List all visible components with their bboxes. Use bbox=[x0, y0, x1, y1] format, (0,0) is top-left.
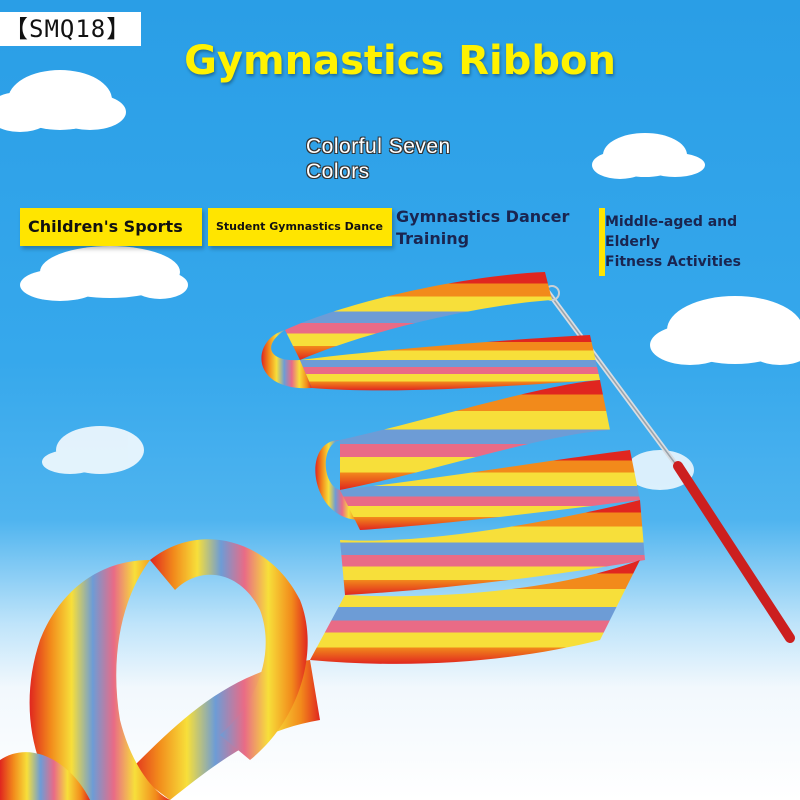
page-title: Gymnastics Ribbon bbox=[184, 38, 616, 84]
cloud-icon bbox=[42, 426, 144, 474]
tag-gymnastics-dancer-training: Gymnastics Dancer Training bbox=[396, 206, 586, 250]
ribbon bbox=[0, 272, 645, 800]
tag-line: Gymnastics Dancer bbox=[396, 207, 570, 226]
subtitle-line-2: Colors bbox=[306, 160, 370, 183]
cloud-icon bbox=[0, 70, 126, 132]
brand-code: 【SMQ18】 bbox=[0, 12, 142, 46]
tag-line: Middle-aged and Elderly bbox=[605, 214, 738, 250]
tag-childrens-sports: Children's Sports bbox=[20, 208, 202, 246]
subtitle-line-1: Colorful Seven bbox=[306, 135, 451, 158]
tag-fitness-activities: Middle-aged and Elderly Fitness Activiti… bbox=[599, 208, 799, 276]
tag-line: Training bbox=[396, 229, 470, 248]
tag-line: Fitness Activities bbox=[605, 254, 741, 270]
cloud-icon bbox=[592, 133, 705, 179]
cloud-icon bbox=[20, 246, 188, 301]
cloud-icon bbox=[626, 450, 694, 490]
ribbon-stick bbox=[544, 285, 795, 643]
subtitle: Colorful Seven Colors bbox=[306, 134, 506, 184]
cloud-icon bbox=[650, 296, 800, 365]
tag-student-gymnastics-dance: Student Gymnastics Dance bbox=[208, 208, 392, 246]
